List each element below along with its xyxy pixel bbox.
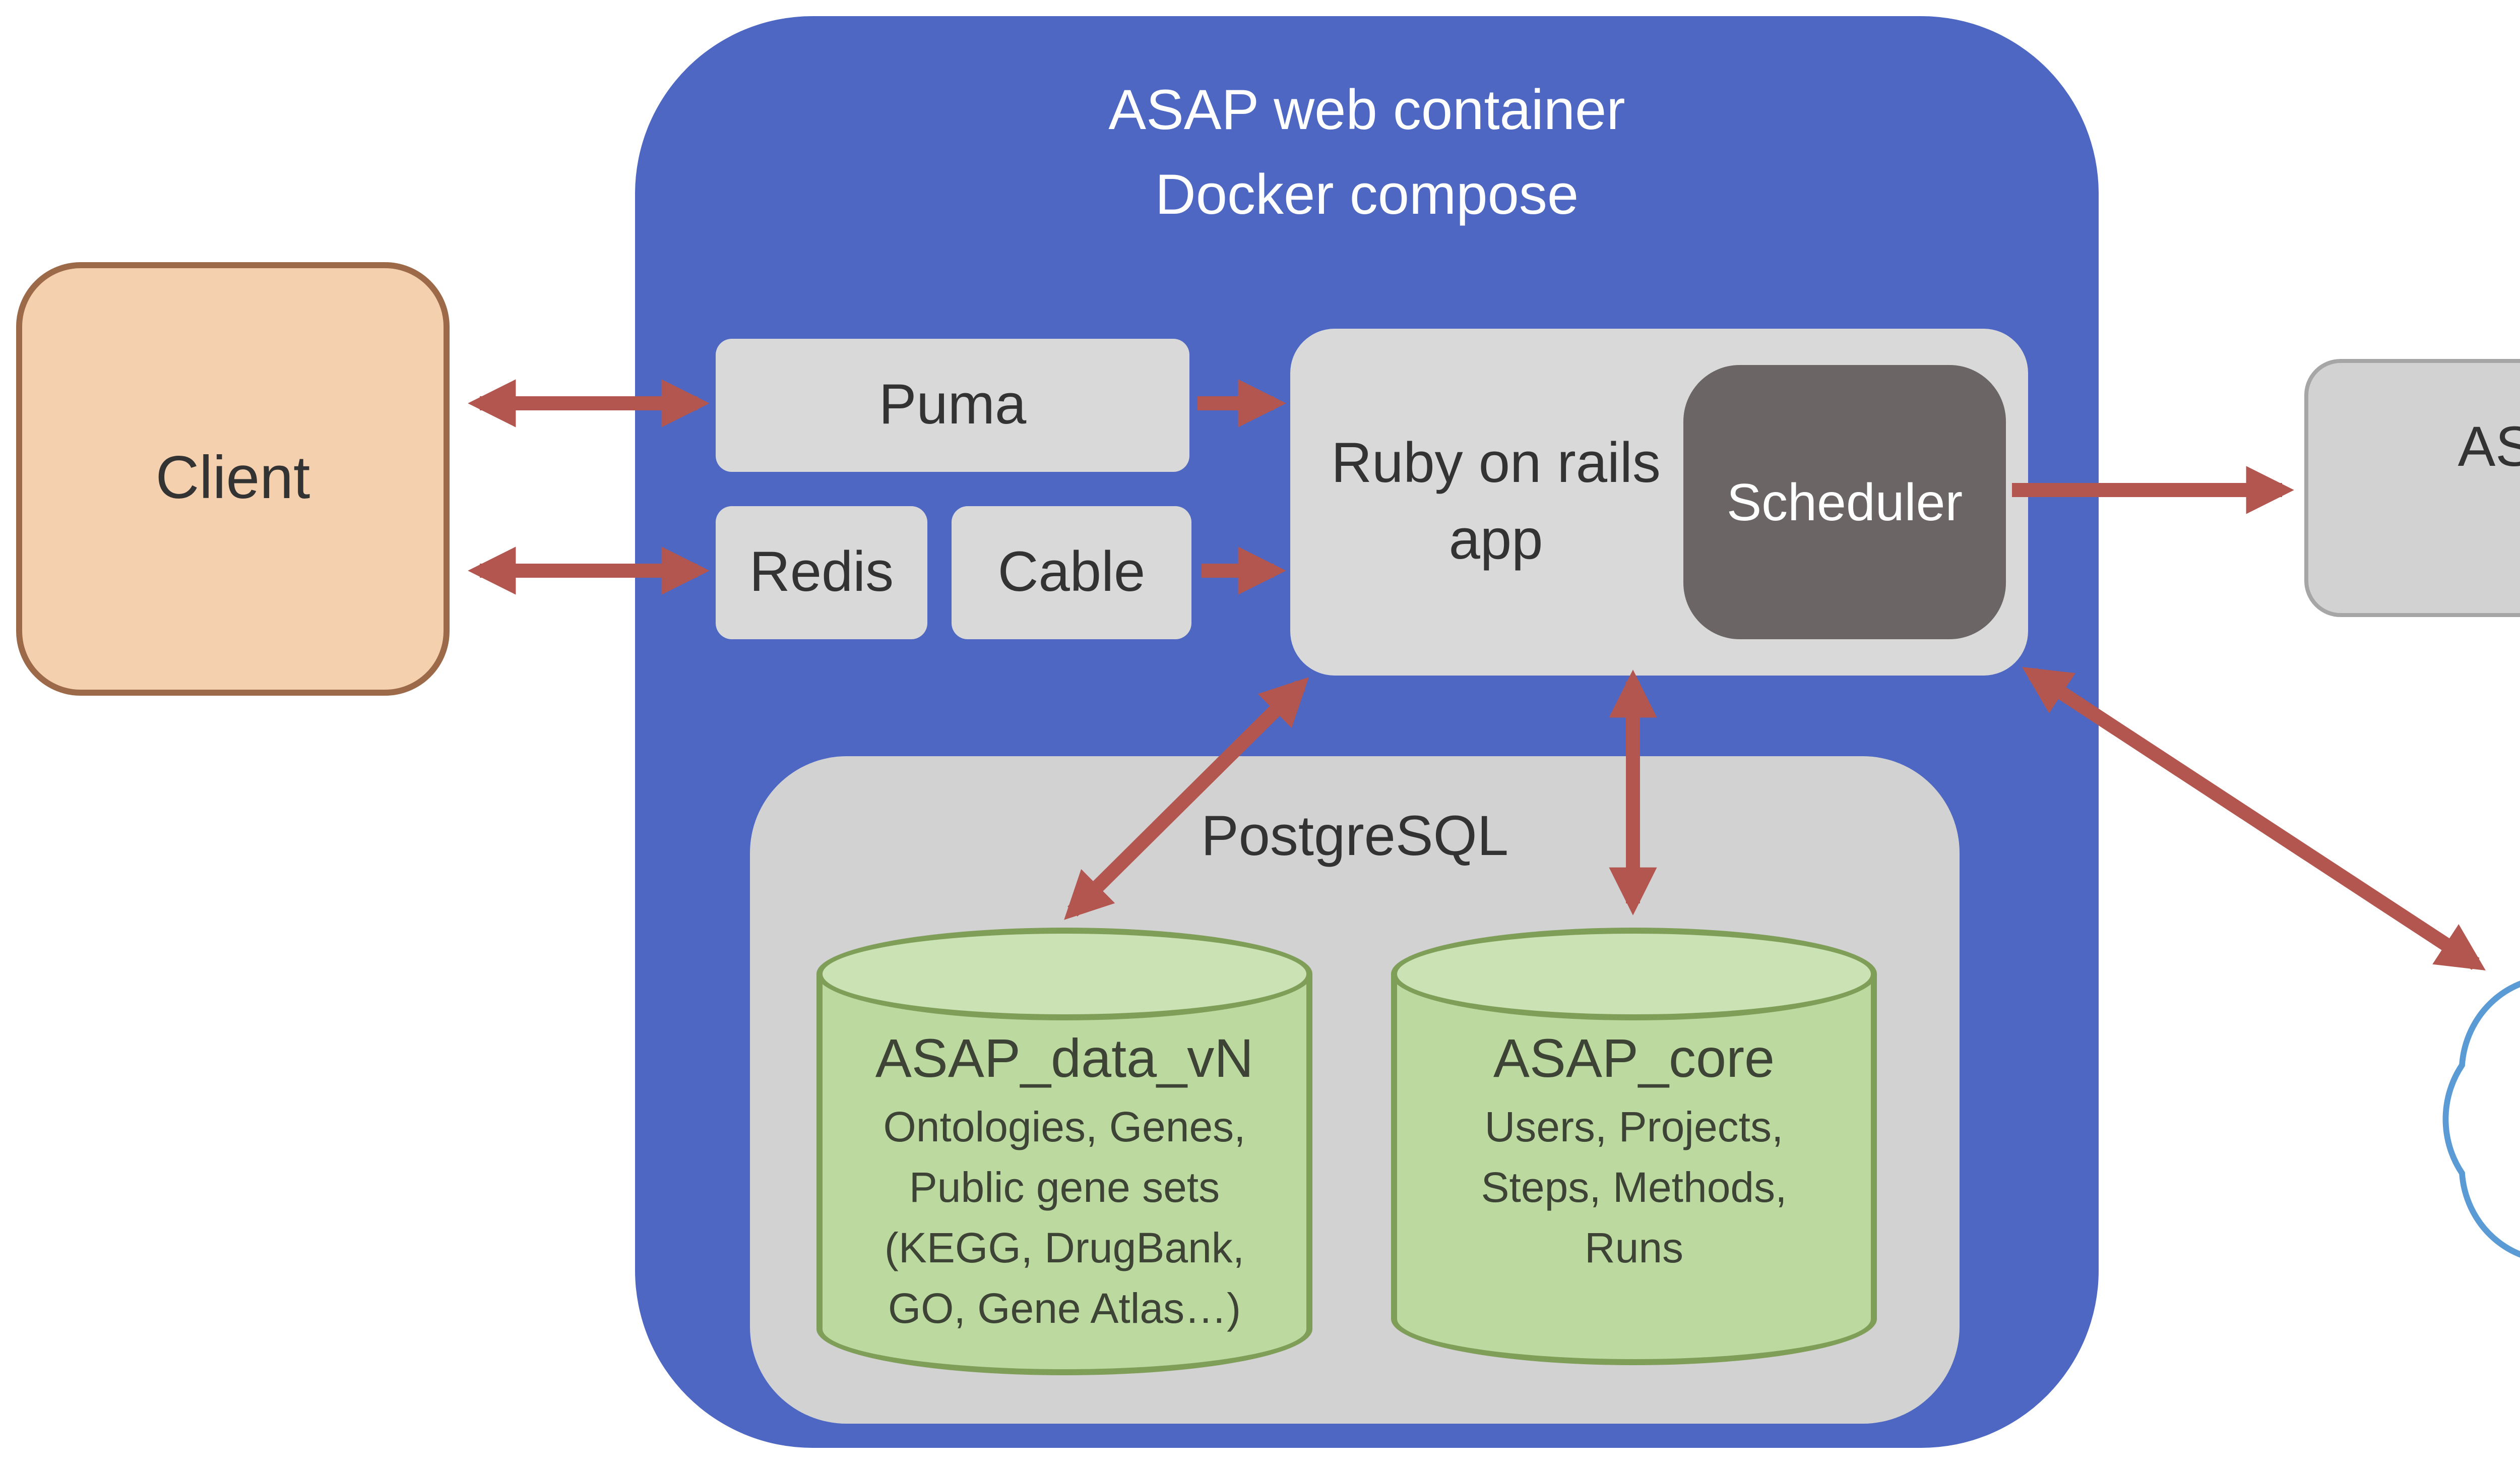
rails-app-label: Ruby on rails app [1331, 432, 1661, 571]
postgresql-node: PostgreSQL ASAP_data_vN Ontologies, Gene… [750, 756, 1960, 1424]
scheduler-node: Scheduler [1683, 365, 2006, 639]
database-cylinder-asap-data: ASAP_data_vN Ontologies, Genes, Public g… [816, 928, 1312, 1375]
asap-core-text: ASAP_core Users, Projects, Steps, Method… [1403, 1028, 1865, 1280]
asap-run-container-node: ASAP_run container asap_run:vM [2304, 359, 2520, 617]
asap-web-container-node: ASAP web container Docker compose Puma R… [635, 16, 2099, 1448]
disk-storage-node: Disk Storage [2419, 903, 2520, 1335]
asap-core-desc-line: Steps, Methods, [1481, 1166, 1787, 1212]
client-label: Client [155, 445, 310, 511]
client-node: Client [16, 262, 450, 696]
asap-core-desc-line: Runs [1584, 1226, 1684, 1272]
web-container-title-line1: ASAP web container [1108, 79, 1625, 141]
database-cylinder-asap-core: ASAP_core Users, Projects, Steps, Method… [1391, 928, 1877, 1365]
scheduler-label: Scheduler [1726, 471, 1963, 531]
puma-node: Puma [716, 339, 1189, 472]
asap-data-desc-line: (KEGG, DrugBank, [884, 1226, 1245, 1272]
cylinder-body [1391, 974, 1877, 1319]
cylinder-top [1391, 928, 1877, 1020]
redis-node: Redis [716, 506, 927, 639]
web-container-title-line2: Docker compose [1155, 163, 1579, 226]
asap-data-desc-line: Ontologies, Genes, [883, 1105, 1246, 1151]
asap-data-desc-line: GO, Gene Atlas…) [888, 1287, 1241, 1333]
arrow-rails-disk-storage [2022, 666, 2486, 971]
asap-core-desc-line: Users, Projects, [1484, 1105, 1784, 1151]
postgresql-title: PostgreSQL [1201, 805, 1509, 867]
asap-data-text: ASAP_data_vN Ontologies, Genes, Public g… [829, 1028, 1300, 1341]
cable-node: Cable [952, 506, 1191, 639]
cable-label: Cable [997, 540, 1146, 603]
cylinder-top [816, 928, 1312, 1020]
ruby-on-rails-app-node: Ruby on rails app Scheduler [1290, 329, 2028, 676]
puma-label: Puma [878, 373, 1027, 436]
asap-data-name: ASAP_data_vN [875, 1028, 1254, 1089]
disk-storage-label: Disk Storage [2419, 903, 2520, 1287]
cloud-icon [2442, 981, 2520, 1258]
redis-label: Redis [749, 540, 894, 603]
run-container-title-line1: ASAP_run container [2458, 415, 2520, 478]
asap-core-name: ASAP_core [1493, 1028, 1775, 1089]
web-container-title: ASAP web container Docker compose [635, 69, 2099, 238]
cylinder-body [816, 974, 1312, 1329]
asap-data-desc-line: Public gene sets [909, 1166, 1220, 1212]
